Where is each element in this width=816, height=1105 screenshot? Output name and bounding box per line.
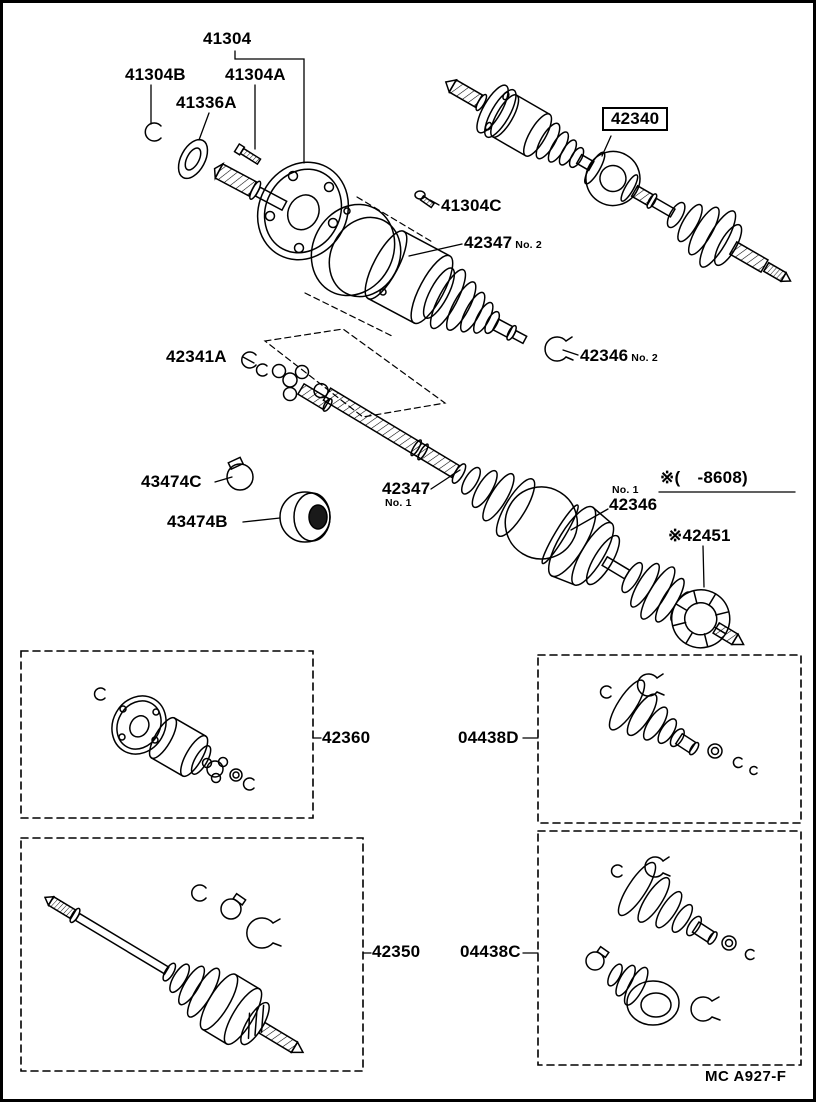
part-label-42350[interactable]: 42350 — [372, 943, 420, 961]
drawing-cover-43474B — [279, 491, 331, 543]
part-label-04438D[interactable]: 04438D — [458, 729, 519, 747]
part-number-text: 42360 — [322, 728, 371, 747]
part-number-text: 41304 — [203, 29, 252, 48]
part-number-suffix: No. 2 — [631, 352, 658, 364]
part-label-41336A[interactable]: 41336A — [176, 94, 237, 112]
part-number-text: 04438D — [458, 728, 519, 747]
part-number-suffix: No. 2 — [515, 239, 542, 251]
drawing-boot-kit-04438C — [585, 856, 755, 1026]
part-label-42360[interactable]: 42360 — [322, 729, 370, 747]
part-number-text: 42350 — [372, 942, 421, 961]
drawing-clamp-43474C — [226, 456, 254, 491]
drawing-rear-drive-shaft — [313, 382, 745, 649]
part-number-text: 42341A — [166, 347, 227, 366]
part-label-41304B[interactable]: 41304B — [125, 66, 186, 84]
diagram-artwork — [20, 50, 802, 1072]
part-label-41304C[interactable]: 41304C — [441, 197, 502, 215]
part-number-text: 41336A — [176, 93, 237, 112]
part-number-prefix: No. 1 — [612, 484, 639, 496]
part-number-text: 41304A — [225, 65, 286, 84]
drawing-tripod-spider-42341A — [241, 351, 333, 412]
part-label-04438C[interactable]: 04438C — [460, 943, 521, 961]
part-number-text: 41304C — [441, 196, 502, 215]
part-label-42451[interactable]: ※42451 — [668, 527, 731, 545]
drawing-boot-kit-04438D — [599, 673, 758, 776]
applicability-note: ※( -8608) — [660, 469, 748, 487]
part-number-text: 42346 — [580, 346, 629, 365]
part-label-43474B[interactable]: 43474B — [167, 513, 228, 531]
page-code: MC A927-F — [705, 1069, 786, 1085]
part-number-text: 41304B — [125, 65, 186, 84]
part-label-41304[interactable]: 41304 — [203, 30, 251, 48]
part-number-text: 42347 — [464, 233, 513, 252]
part-number-text: 42346 — [609, 495, 658, 515]
drawing-kit-42360 — [93, 687, 255, 791]
part-label-43474C[interactable]: 43474C — [141, 473, 202, 491]
part-number-text: ※42451 — [668, 526, 731, 545]
part-number-text: 04438C — [460, 942, 521, 961]
part-label-41304A[interactable]: 41304A — [225, 66, 286, 84]
note-text: ※( -8608) — [660, 468, 748, 487]
kit-box-outlines — [20, 650, 802, 1072]
part-number-text: 43474C — [141, 472, 202, 491]
drawing-bolt-41304C — [414, 190, 436, 209]
page-code-text: MC A927-F — [705, 1068, 787, 1085]
projection-lines — [263, 196, 447, 418]
part-number-text: 42340 — [611, 109, 660, 128]
part-label-42341A[interactable]: 42341A — [166, 348, 227, 366]
part-label-42340-highlighted[interactable]: 42340 — [602, 107, 669, 131]
drawing-front-drive-shaft-42340 — [444, 78, 792, 283]
part-number-text: 42347 — [382, 479, 431, 498]
drawing-inboard-joint-assembly — [144, 122, 574, 362]
part-number-suffix: No. 1 — [385, 496, 412, 509]
part-number-text: 43474B — [167, 512, 228, 531]
drawing-axle-assembly-42350 — [43, 884, 305, 1054]
